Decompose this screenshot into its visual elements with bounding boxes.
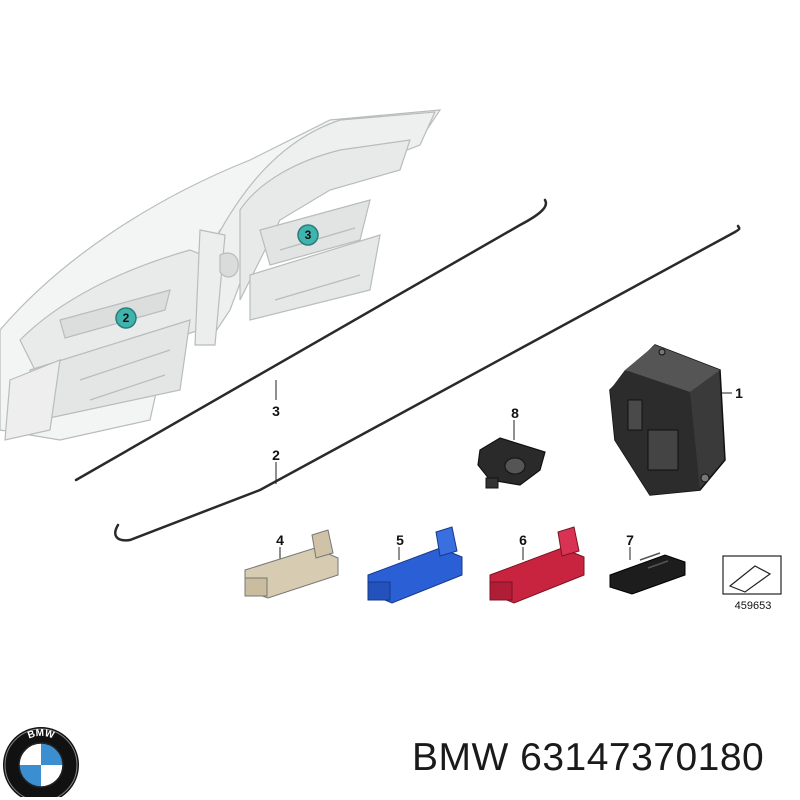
callout-2: 2 bbox=[272, 447, 280, 463]
callout-6: 6 bbox=[519, 532, 527, 548]
cable-3 bbox=[74, 198, 548, 482]
connector-blue-part-5 bbox=[367, 526, 463, 604]
control-module-part-1 bbox=[609, 344, 726, 496]
door-marker-rear: 3 bbox=[297, 224, 319, 246]
door-marker-rear-label: 3 bbox=[305, 228, 312, 242]
part-number: 63147370180 bbox=[520, 736, 765, 779]
reference-number: 459653 bbox=[735, 600, 772, 612]
logo-letters: BMW bbox=[26, 728, 56, 742]
door-panels-illustration bbox=[0, 109, 442, 441]
door-marker-front: 2 bbox=[115, 307, 137, 329]
door-marker-front-label: 2 bbox=[123, 311, 130, 325]
bmw-roundel-icon: BMW bbox=[3, 727, 79, 797]
cable-2 bbox=[114, 224, 741, 542]
callout-1: 1 bbox=[735, 385, 743, 401]
connector-beige-part-4 bbox=[244, 529, 339, 599]
callout-3: 3 bbox=[272, 403, 280, 419]
brand-name: BMW bbox=[412, 736, 509, 779]
callout-4: 4 bbox=[276, 532, 284, 548]
callout-5: 5 bbox=[396, 532, 404, 548]
callout-8: 8 bbox=[511, 405, 519, 421]
sensor-part-8 bbox=[477, 437, 546, 489]
reference-box: 459653 bbox=[722, 555, 782, 612]
svg-text:BMW: BMW bbox=[26, 728, 56, 742]
callout-7: 7 bbox=[626, 532, 634, 548]
connector-red-part-6 bbox=[489, 526, 585, 604]
connector-black-part-7 bbox=[609, 552, 686, 595]
reference-arrow-icon bbox=[728, 565, 772, 593]
part-label: BMW 63147370180 bbox=[412, 736, 764, 780]
